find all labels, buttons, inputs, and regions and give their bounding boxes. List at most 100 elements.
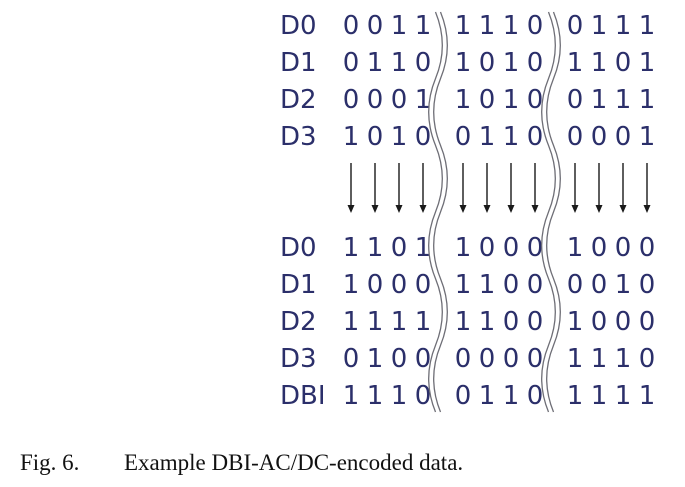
- input-row-label: D2: [280, 85, 317, 115]
- encoded-bit: 0: [527, 307, 544, 337]
- input-bit: 1: [391, 48, 408, 78]
- input-bit: 0: [343, 85, 360, 115]
- encoded-bit: 1: [367, 233, 384, 263]
- input-bit: 1: [615, 11, 632, 41]
- input-bit: 0: [615, 122, 632, 152]
- encoded-bit: 0: [479, 344, 496, 374]
- encoded-bit: 0: [415, 270, 432, 300]
- input-bit: 0: [391, 85, 408, 115]
- input-row-label: D3: [280, 122, 317, 152]
- input-bit: 0: [343, 48, 360, 78]
- input-bit: 0: [367, 85, 384, 115]
- encoded-bit: 1: [639, 381, 656, 411]
- input-bit: 0: [479, 48, 496, 78]
- encoded-bit: 1: [455, 270, 472, 300]
- encoded-bit: 1: [591, 344, 608, 374]
- encoded-bit: 0: [591, 307, 608, 337]
- input-bit: 1: [503, 85, 520, 115]
- input-bit: 0: [615, 48, 632, 78]
- input-bit: 1: [639, 122, 656, 152]
- encoded-bit: 0: [567, 270, 584, 300]
- input-bit: 1: [367, 48, 384, 78]
- input-bit: 0: [455, 122, 472, 152]
- wavy-separator-line: [433, 11, 448, 413]
- input-row-label: D0: [280, 11, 317, 41]
- encoded-bit: 0: [503, 270, 520, 300]
- encoded-bit: 1: [415, 307, 432, 337]
- input-bit: 1: [639, 85, 656, 115]
- encoded-bit: 0: [527, 344, 544, 374]
- input-row-label: D1: [280, 48, 317, 78]
- input-bit: 1: [391, 122, 408, 152]
- input-bit: 1: [591, 11, 608, 41]
- input-bit: 0: [479, 85, 496, 115]
- input-bit: 1: [455, 11, 472, 41]
- encoded-bit: 0: [615, 233, 632, 263]
- down-arrow-head: [531, 205, 539, 213]
- encoded-row-label: D3: [280, 344, 317, 374]
- input-bit: 0: [527, 85, 544, 115]
- encoded-bit: 0: [503, 344, 520, 374]
- down-arrow-head: [395, 205, 403, 213]
- input-bit: 1: [567, 48, 584, 78]
- input-bit: 0: [415, 122, 432, 152]
- input-bit: 1: [503, 11, 520, 41]
- down-arrow-head: [571, 205, 579, 213]
- encoded-bit: 0: [591, 233, 608, 263]
- encoded-bit: 0: [455, 381, 472, 411]
- encoded-bit: 0: [415, 344, 432, 374]
- input-bit: 0: [567, 11, 584, 41]
- input-bit: 0: [367, 122, 384, 152]
- encoded-bit: 1: [391, 381, 408, 411]
- encoded-bit: 1: [567, 381, 584, 411]
- encoded-bit: 0: [391, 233, 408, 263]
- encoded-bit: 1: [615, 270, 632, 300]
- encoded-bit: 0: [391, 270, 408, 300]
- input-bit: 1: [479, 11, 496, 41]
- figure-caption: Fig. 6.Example DBI-AC/DC-encoded data.: [20, 450, 463, 476]
- down-arrow-head: [643, 205, 651, 213]
- caption-text: Example DBI-AC/DC-encoded data.: [124, 450, 464, 475]
- down-arrow-head: [507, 205, 515, 213]
- encoded-row-label: D1: [280, 270, 317, 300]
- encoded-row-label: D0: [280, 233, 317, 263]
- input-bit: 1: [639, 48, 656, 78]
- encoded-bit: 1: [567, 344, 584, 374]
- encoded-bit: 1: [367, 381, 384, 411]
- encoded-bit: 0: [503, 307, 520, 337]
- encoded-bit: 1: [415, 233, 432, 263]
- input-bit: 1: [615, 85, 632, 115]
- encoded-bit: 0: [527, 270, 544, 300]
- encoded-bit: 1: [479, 307, 496, 337]
- input-bit: 1: [503, 48, 520, 78]
- encoded-bit: 1: [615, 381, 632, 411]
- encoded-bit: 1: [567, 233, 584, 263]
- input-bit: 0: [367, 11, 384, 41]
- down-arrow-head: [595, 205, 603, 213]
- wavy-separator-line: [428, 11, 443, 413]
- down-arrow-head: [619, 205, 627, 213]
- encoded-bit: 1: [503, 381, 520, 411]
- input-bit: 1: [591, 85, 608, 115]
- encoded-bit: 1: [343, 307, 360, 337]
- encoded-bit: 1: [567, 307, 584, 337]
- encoded-bit: 1: [367, 344, 384, 374]
- encoded-bit: 0: [591, 270, 608, 300]
- input-bit: 0: [415, 48, 432, 78]
- encoded-bit: 0: [343, 344, 360, 374]
- encoded-bit: 0: [455, 344, 472, 374]
- encoded-bit: 0: [479, 233, 496, 263]
- input-bit: 1: [503, 122, 520, 152]
- input-bit: 0: [567, 85, 584, 115]
- down-arrow-head: [419, 205, 427, 213]
- down-arrow-head: [347, 205, 355, 213]
- input-bit: 1: [455, 48, 472, 78]
- input-bit: 0: [527, 48, 544, 78]
- encoded-bit: 1: [343, 270, 360, 300]
- down-arrow-head: [371, 205, 379, 213]
- encoded-bit: 0: [367, 270, 384, 300]
- input-bit: 0: [527, 11, 544, 41]
- input-bit: 1: [343, 122, 360, 152]
